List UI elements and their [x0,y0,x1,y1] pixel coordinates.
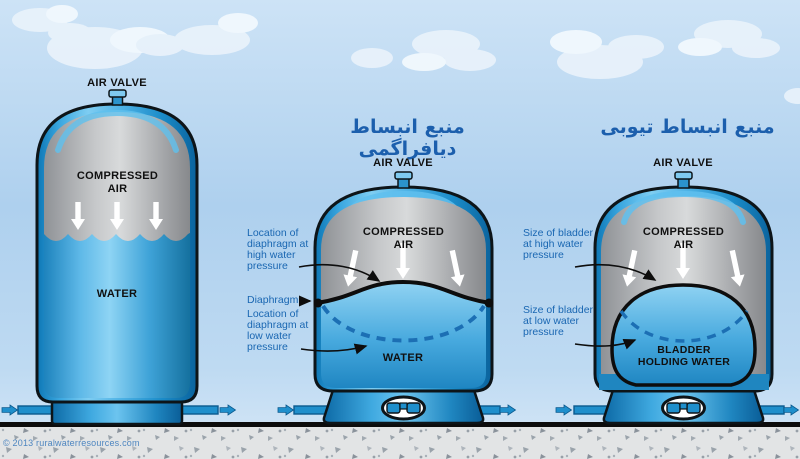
air-valve-icon [108,89,127,106]
base-fitting [661,395,706,421]
diaphragm-tank-air-valve-label: AIR VALVE [373,157,433,169]
diaphragm-tank-compressed-air-label: COMPRESSED AIR [362,226,445,251]
annotation-arrow-icons [298,263,657,355]
air-valve-icon [394,171,413,189]
diaphragm-high-line [316,279,491,305]
bladder-shape [610,283,757,387]
bladder-tank-title: منبع انبساط تیوبی [600,116,775,138]
bladder-low-pressure-annotation: Size of bladder at low water pressure [523,304,594,339]
ground-concrete [0,427,800,459]
air-pressure-arrow-icons [71,202,163,230]
flow-arrow-icons [1,404,800,416]
bladder-low-line [619,309,749,343]
diaphragm-tank-title: منبع انبساط دیافراگمی [350,116,465,160]
air-valve-icon [674,171,693,189]
plain-tank-air-valve-label: AIR VALVE [87,77,147,89]
plain-tank-water-label: WATER [96,288,138,300]
bladder-tank [593,171,774,425]
diaphragm-low-pressure-annotation: Location of diaphragm at low water press… [247,308,309,354]
base-fitting [381,395,426,421]
bladder-tank-compressed-air-label: COMPRESSED AIR [642,226,725,251]
bladder-holding-water-label: BLADDER HOLDING WATER [637,344,731,369]
bladder-high-pressure-annotation: Size of bladder at high water pressure [523,227,594,262]
diaphragm-tank-water-label: WATER [382,352,424,364]
diaphragm-tank [313,171,494,425]
diaphragm-annotation: Diaphragm [247,294,299,306]
clouds [12,5,800,104]
diaphragm-high-pressure-annotation: Location of diaphragm at high water pres… [247,227,309,273]
bladder-tank-air-valve-label: AIR VALVE [653,157,713,169]
ground-line [0,422,800,427]
diaphragm-tank-water [321,283,486,388]
plain-tank [35,89,199,426]
plain-tank-compressed-air-label: COMPRESSED AIR [76,170,159,195]
plain-tank-water [44,233,190,398]
diaphragm-low-line [321,304,486,343]
copyright-text: © 2013 ruralwaterresources.com [3,438,140,448]
